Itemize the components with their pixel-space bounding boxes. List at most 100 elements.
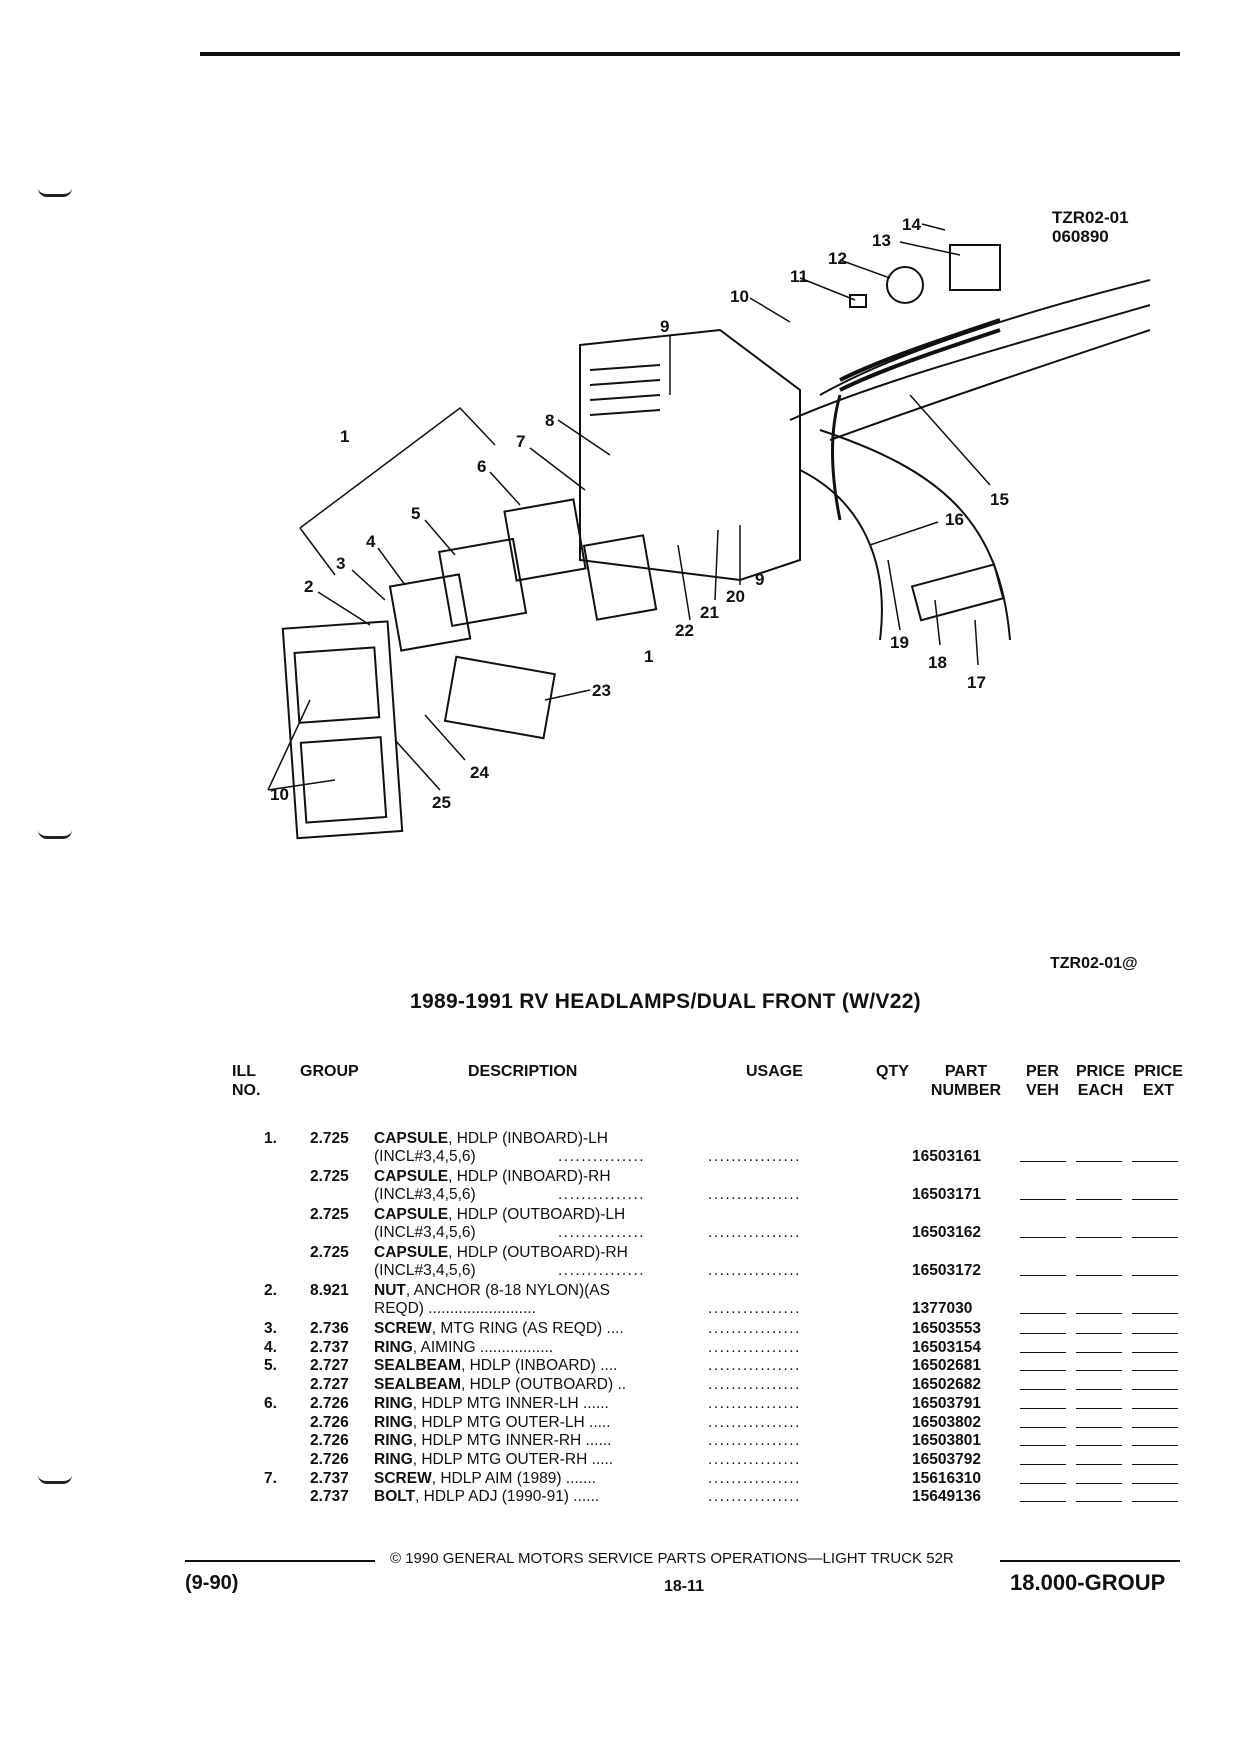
usage: ................ — [708, 1488, 801, 1506]
part-detail: , HDLP (INBOARD)-LH — [448, 1130, 608, 1147]
part-number: 16503172 — [912, 1262, 981, 1279]
part-name: RING — [374, 1432, 413, 1450]
footer-rule — [185, 1560, 375, 1562]
bezel-opening-upper — [293, 646, 381, 724]
usage: ................ — [708, 1300, 801, 1317]
callout-10-bezel: 10 — [270, 785, 289, 804]
description: CAPSULE, HDLP (OUTBOARD)-RH — [374, 1244, 628, 1262]
price-blanks — [1020, 1262, 1180, 1278]
leader-3 — [351, 569, 386, 601]
callout-3: 3 — [336, 554, 345, 573]
fender-outline — [789, 279, 1151, 441]
description: RING, HDLP MTG OUTER-RH ..... — [374, 1451, 613, 1469]
col-ill-no: ILL NO. — [232, 1063, 261, 1099]
wiring-harness — [839, 318, 1001, 392]
price-blanks — [1020, 1414, 1180, 1430]
price-blanks — [1020, 1395, 1180, 1411]
ill-no: 1. — [264, 1130, 277, 1147]
usage: ................ — [708, 1469, 801, 1487]
table-row-continued: (INCL#3,4,5,6)..........................… — [0, 1148, 1253, 1168]
part-name: SEALBEAM — [374, 1357, 461, 1375]
part-detail: , HDLP (INBOARD) .... — [460, 1357, 618, 1375]
part-detail: , HDLP MTG OUTER-LH ..... — [412, 1413, 611, 1431]
mounting-ring — [503, 498, 587, 582]
footer-rule — [1000, 1560, 1180, 1562]
price-blanks — [1020, 1376, 1180, 1392]
callout-12: 12 — [828, 249, 847, 268]
price-blanks — [1020, 1300, 1180, 1316]
price-blanks — [1020, 1186, 1180, 1202]
leader-11 — [799, 277, 856, 301]
description: SCREW, HDLP AIM (1989) ....... — [374, 1470, 596, 1488]
leader-22 — [677, 544, 691, 621]
usage: ................ — [708, 1320, 801, 1337]
callout-19: 19 — [890, 633, 909, 652]
col-description: DESCRIPTION — [468, 1063, 578, 1080]
table-row-continued: REQD) ..................................… — [0, 1300, 1253, 1320]
ill-no: 4. — [264, 1338, 277, 1356]
leader-dots: ............... — [558, 1148, 646, 1165]
group-code: 2.727 — [310, 1376, 349, 1394]
group-code: 2.725 — [310, 1130, 349, 1147]
binder-hole-mark — [38, 188, 72, 197]
part-name: RING — [374, 1394, 413, 1412]
part-number: 16503791 — [912, 1394, 981, 1412]
leader-5 — [424, 519, 456, 556]
group-code: 2.736 — [310, 1320, 349, 1337]
description-continued: (INCL#3,4,5,6) — [374, 1224, 476, 1241]
leader-14 — [921, 223, 946, 231]
part-number: 16503161 — [912, 1148, 981, 1165]
leader-1-bracket — [299, 406, 496, 576]
description: BOLT, HDLP ADJ (1990-91) ...... — [374, 1488, 599, 1506]
part-detail: , MTG RING (AS REQD) .... — [431, 1320, 624, 1337]
callout-22: 22 — [675, 621, 694, 640]
callout-23: 23 — [592, 681, 611, 700]
description: RING, HDLP MTG OUTER-LH ..... — [374, 1414, 611, 1432]
callout-6: 6 — [477, 457, 486, 476]
ill-no: 2. — [264, 1282, 277, 1299]
callout-7: 7 — [516, 432, 525, 451]
part-detail: , AIMING ................. — [412, 1338, 554, 1356]
side-marker-lamp — [910, 563, 1005, 622]
front-panel — [579, 328, 801, 582]
leader-dots: ............... — [558, 1262, 646, 1279]
part-detail: , HDLP MTG INNER-RH ...... — [412, 1432, 612, 1450]
part-detail: , HDLP MTG OUTER-RH ..... — [412, 1450, 614, 1468]
description-continued: (INCL#3,4,5,6) — [374, 1186, 476, 1203]
part-number: 16503171 — [912, 1186, 981, 1203]
callout-13: 13 — [872, 231, 891, 250]
part-number: 16503802 — [912, 1413, 981, 1431]
part-name: SCREW — [374, 1469, 432, 1487]
sealbeam — [437, 537, 528, 628]
description-continued: REQD) ......................... — [374, 1300, 536, 1317]
callout-17: 17 — [967, 673, 986, 692]
callout-1-capsule: 1 — [644, 647, 653, 666]
part-number: 16503162 — [912, 1224, 981, 1241]
callout-11: 11 — [790, 267, 808, 286]
leader-13 — [899, 241, 961, 256]
leader-10b — [267, 699, 336, 791]
description: SEALBEAM, HDLP (INBOARD) .... — [374, 1357, 617, 1375]
group-code: 2.726 — [310, 1413, 349, 1431]
page-number: 18-11 — [664, 1578, 705, 1595]
price-blanks — [1020, 1432, 1180, 1448]
group-code: 2.737 — [310, 1338, 349, 1356]
group-code: 2.725 — [310, 1206, 349, 1223]
part-name: CAPSULE — [374, 1244, 449, 1261]
table-row-continued: (INCL#3,4,5,6)..........................… — [0, 1262, 1253, 1282]
part-number: 16503801 — [912, 1432, 981, 1450]
part-number: 15649136 — [912, 1488, 981, 1506]
callout-10: 10 — [730, 287, 749, 306]
connector-socket — [886, 266, 924, 304]
aiming-ring — [388, 573, 472, 652]
leader-25 — [394, 739, 441, 791]
description: RING, AIMING ................. — [374, 1339, 553, 1357]
callout-25: 25 — [432, 793, 451, 812]
bezel-opening-lower — [299, 736, 388, 824]
usage: ................ — [708, 1432, 801, 1450]
